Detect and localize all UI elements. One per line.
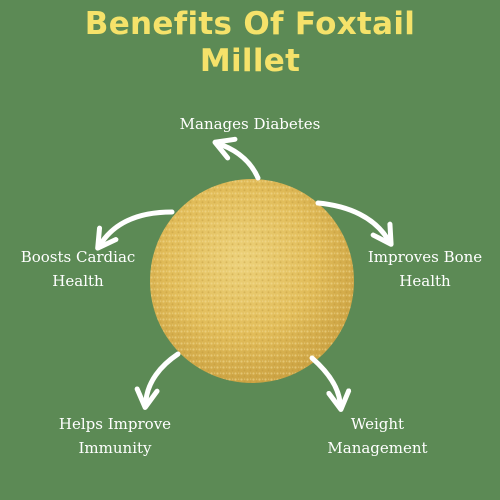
benefit-label-line: Management <box>327 439 428 457</box>
benefit-label-line: Improves Bone <box>367 248 483 266</box>
millet-circle <box>150 179 354 383</box>
title-line-2: Millet <box>199 43 301 79</box>
benefit-label-line: Weight <box>350 415 405 433</box>
benefit-boosts-cardiac-health: Boosts Cardiac Health <box>8 245 148 293</box>
benefit-improves-bone-health: Improves Bone Health <box>355 245 495 293</box>
title-line-1: Benefits Of Foxtail <box>84 6 416 42</box>
arrow-to-cardiac <box>95 209 175 251</box>
arrow-to-weight <box>309 355 352 412</box>
benefit-label-line: Health <box>52 272 104 290</box>
arrow-to-immunity <box>134 351 181 410</box>
benefit-label-line: Manages Diabetes <box>179 115 321 133</box>
benefit-helps-improve-immunity: Helps Improve Immunity <box>40 412 190 460</box>
benefit-label-line: Boosts Cardiac <box>20 248 136 266</box>
page-title: Benefits Of Foxtail Millet <box>0 6 500 80</box>
benefit-label-line: Health <box>399 272 451 290</box>
benefit-manages-diabetes: Manages Diabetes <box>150 112 350 136</box>
benefit-weight-management: Weight Management <box>300 412 455 460</box>
arrow-to-diabetes <box>212 136 261 181</box>
benefit-label-line: Helps Improve <box>58 415 172 433</box>
benefit-label-line: Immunity <box>78 439 152 457</box>
arrow-to-bone <box>315 200 394 247</box>
